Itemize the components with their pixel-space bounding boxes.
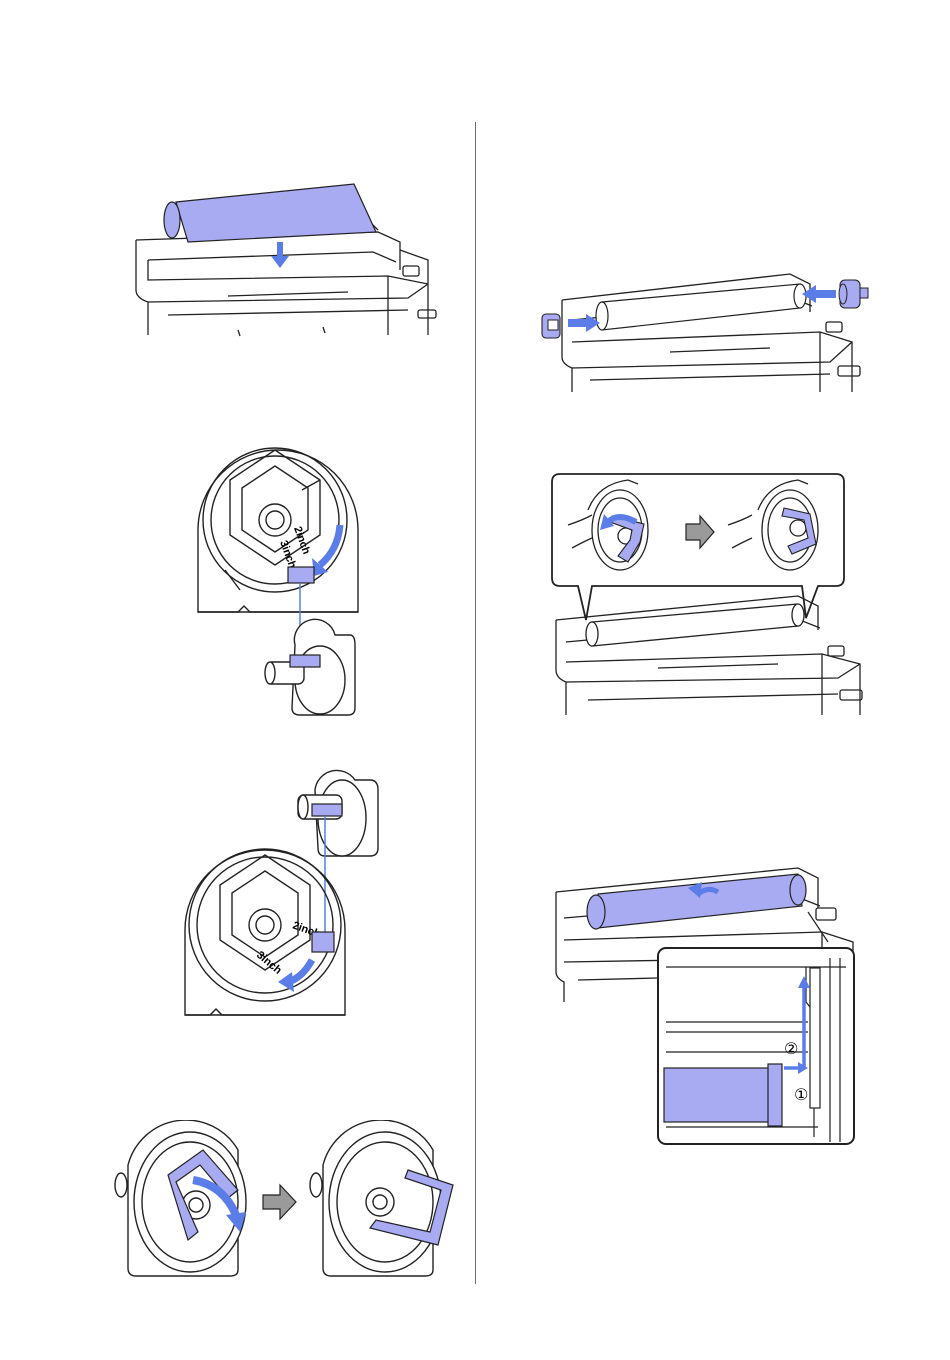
adapter-lever-b	[312, 932, 334, 952]
adapter-lever	[288, 567, 314, 583]
figure-roll-loaded-detail: ② ①	[548, 862, 868, 1147]
right-adapter	[839, 280, 868, 308]
figure-adapter-2inch: 2inch 3inch	[190, 440, 365, 720]
roll-holder-lever-illustration	[548, 470, 868, 720]
adapter-label-3inch-b: 3inch	[254, 949, 284, 977]
loaded-roll	[587, 874, 806, 929]
figure-roll-placement	[128, 180, 448, 340]
printer-roll-drop-illustration	[128, 180, 448, 340]
right-arrow-icon	[568, 314, 600, 332]
column-divider	[475, 122, 476, 1284]
adapter-lever-illustration: 2inch 3inch	[190, 440, 365, 720]
roll-core	[596, 284, 806, 330]
gray-transition-arrow-icon	[263, 1185, 296, 1219]
rotate-arrow-icon	[312, 525, 340, 576]
callout-step-2: ②	[784, 1039, 798, 1058]
figure-roll-holder-lever	[548, 470, 868, 720]
figure-adapter-3inch: 2inch 3inch	[180, 760, 390, 1030]
printer-adapter-insert-illustration	[530, 262, 870, 397]
paper-roll	[164, 184, 376, 242]
left-adapter	[542, 314, 560, 338]
detail-inset: ② ①	[658, 948, 854, 1144]
figure-adapter-lock	[108, 1120, 458, 1280]
roll-loaded-illustration: ② ①	[548, 862, 868, 1147]
adapter-lock-illustration	[108, 1120, 458, 1280]
adapter-lever-illustration-2: 2inch 3inch	[180, 760, 390, 1030]
rotate-arrow-icon	[278, 960, 312, 992]
left-arrow-icon	[802, 285, 836, 303]
callout-step-1: ①	[794, 1085, 808, 1104]
adapter-label-3inch: 3inch	[277, 539, 298, 570]
figure-adapter-insert	[530, 262, 870, 397]
